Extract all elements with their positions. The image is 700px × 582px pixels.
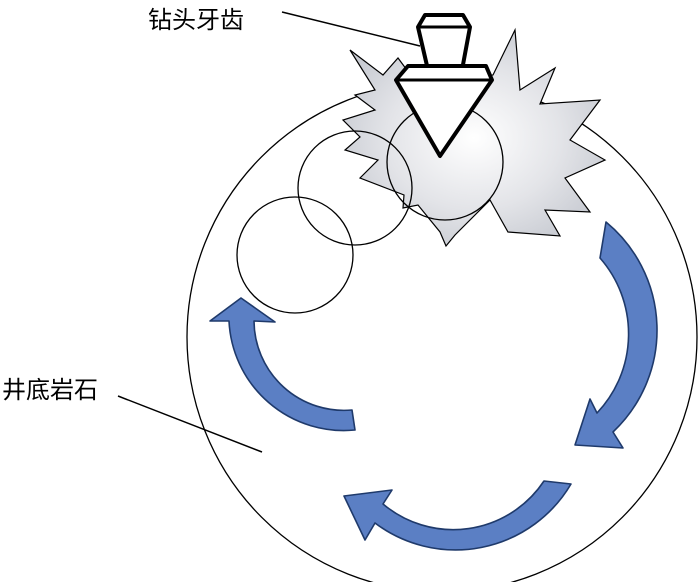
drill-tooth-label: 钻头牙齿 xyxy=(148,6,244,34)
drill-tooth-leader-line xyxy=(281,11,421,47)
tooth-position-circle-1 xyxy=(236,196,354,314)
bottom-rock-label: 井底岩石 xyxy=(2,376,98,404)
drill-tooth-cap xyxy=(416,13,472,72)
rotation-arrow-top-right xyxy=(574,221,658,449)
rotation-arrow-bottom xyxy=(343,480,572,551)
rotation-arrow-left xyxy=(209,297,356,432)
drill-tooth xyxy=(394,13,494,158)
drill-tooth-body xyxy=(394,64,494,158)
tooth-position-circle-2 xyxy=(297,130,413,246)
bottom-rock-leader-line xyxy=(117,395,263,453)
